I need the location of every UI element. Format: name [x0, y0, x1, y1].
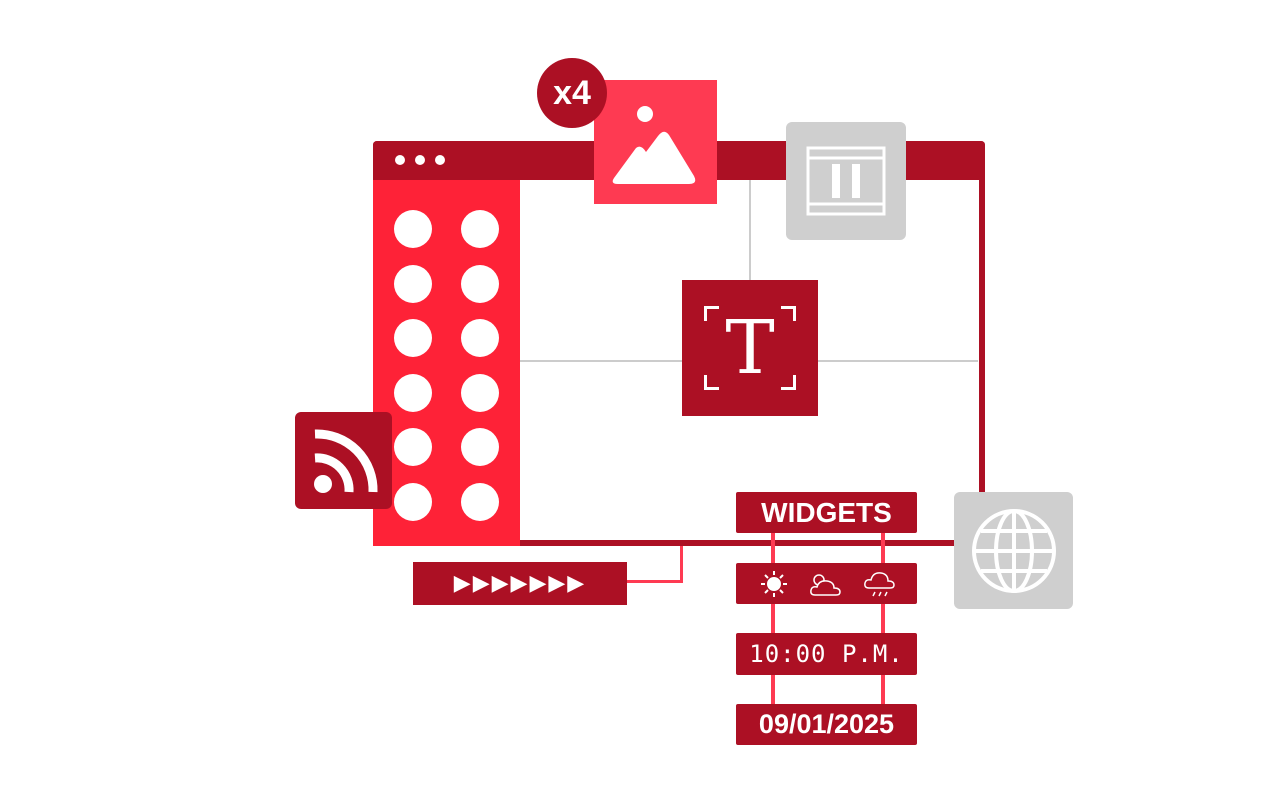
text-tool-icon[interactable]: T — [682, 280, 818, 416]
rain-cloud-icon — [864, 572, 895, 597]
sun-icon — [761, 571, 787, 597]
globe-icon[interactable] — [954, 492, 1073, 609]
clock-time: 10:00 P.M. — [749, 640, 904, 668]
app-grid-dot[interactable] — [461, 264, 499, 303]
media-playlist-bar[interactable]: ▶▶▶▶▶▶▶ — [413, 562, 627, 605]
widgets-title: WIDGETS — [761, 496, 892, 528]
app-grid-dot[interactable] — [461, 373, 499, 412]
window-dot-icon — [435, 155, 445, 165]
app-grid-dot[interactable] — [394, 264, 432, 303]
window-dot-icon — [415, 155, 425, 165]
widget-connector — [771, 533, 775, 705]
app-grid-dot[interactable] — [394, 373, 432, 412]
rss-feed-icon[interactable] — [295, 412, 392, 509]
sidebar — [373, 180, 520, 546]
connector-line — [627, 580, 683, 583]
connector-line — [520, 543, 954, 546]
connector-line — [680, 546, 683, 582]
play-arrows-icon: ▶▶▶▶▶▶▶ — [453, 571, 587, 596]
app-grid-dot[interactable] — [461, 210, 499, 248]
widgets-header: WIDGETS — [736, 492, 917, 533]
grid-line — [749, 180, 751, 280]
widget-connector — [881, 533, 885, 705]
app-grid-dot[interactable] — [461, 319, 499, 357]
window-dot-icon — [395, 155, 405, 165]
count-badge-label: x4 — [553, 73, 591, 112]
app-grid-dot[interactable] — [394, 210, 432, 248]
date-text: 09/01/2025 — [758, 709, 895, 739]
image-icon[interactable] — [594, 80, 717, 204]
app-grid-dot[interactable] — [394, 428, 432, 466]
weather-widget[interactable] — [736, 563, 917, 604]
app-grid-dot[interactable] — [394, 319, 432, 357]
app-grid-dot[interactable] — [461, 482, 499, 521]
app-grid-dot[interactable] — [461, 428, 499, 466]
count-badge: x4 — [537, 58, 607, 128]
partly-cloudy-icon — [810, 574, 841, 596]
clock-widget[interactable]: 10:00 P.M. — [736, 633, 917, 675]
connector-line — [979, 180, 982, 492]
date-widget[interactable]: 09/01/2025 — [736, 704, 917, 745]
text-glyph: T — [725, 305, 775, 391]
film-icon[interactable] — [786, 122, 906, 240]
app-grid-dot[interactable] — [394, 482, 432, 521]
